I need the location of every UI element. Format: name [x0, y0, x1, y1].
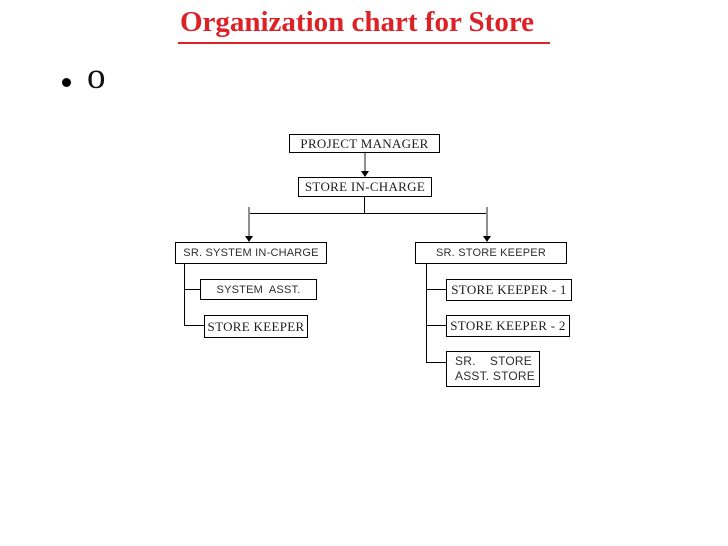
connector-branch-horizontal — [248, 213, 488, 214]
node-store-in-charge: STORE IN-CHARGE — [298, 177, 432, 197]
connector-left-spine — [184, 264, 185, 326]
connector-stub — [426, 325, 446, 326]
arrowhead-down-icon — [483, 236, 491, 242]
node-system-asst: SYSTEM ASST. — [200, 279, 317, 300]
bullet-text: o — [87, 56, 106, 97]
node-label-line1: SR. STORE — [455, 354, 532, 369]
arrowhead-down-icon — [361, 171, 369, 177]
arrowhead-down-icon — [245, 236, 253, 242]
connector-pm-to-sic-shaft — [364, 153, 366, 171]
connector-stub — [426, 362, 446, 363]
node-sr-system-in-charge: SR. SYSTEM IN-CHARGE — [175, 242, 327, 264]
node-label-part: STORE — [489, 354, 532, 368]
node-label-line2: ASST. STORE — [455, 369, 536, 383]
bullet-dot-icon — [62, 78, 71, 87]
node-store-keeper-2: STORE KEEPER - 2 — [446, 315, 570, 337]
connector-right-spine — [426, 264, 427, 363]
connector-sic-drop — [364, 197, 365, 213]
connector-stub — [426, 289, 446, 290]
connector-stub — [184, 325, 204, 326]
slide-title: Organization chart for Store — [177, 6, 551, 44]
node-sr-store-keeper: SR. STORE KEEPER — [415, 242, 567, 264]
node-sr-store-asst-store: SR. STORE ASST. STORE — [446, 351, 540, 387]
connector-right-branch-shaft — [486, 207, 488, 236]
node-label-part: SR. — [455, 354, 476, 368]
node-store-keeper: STORE KEEPER — [204, 315, 308, 338]
connector-left-branch-shaft — [248, 207, 250, 236]
node-store-keeper-1: STORE KEEPER - 1 — [446, 279, 572, 301]
node-project-manager: PROJECT MANAGER — [289, 134, 440, 153]
connector-stub — [184, 289, 200, 290]
